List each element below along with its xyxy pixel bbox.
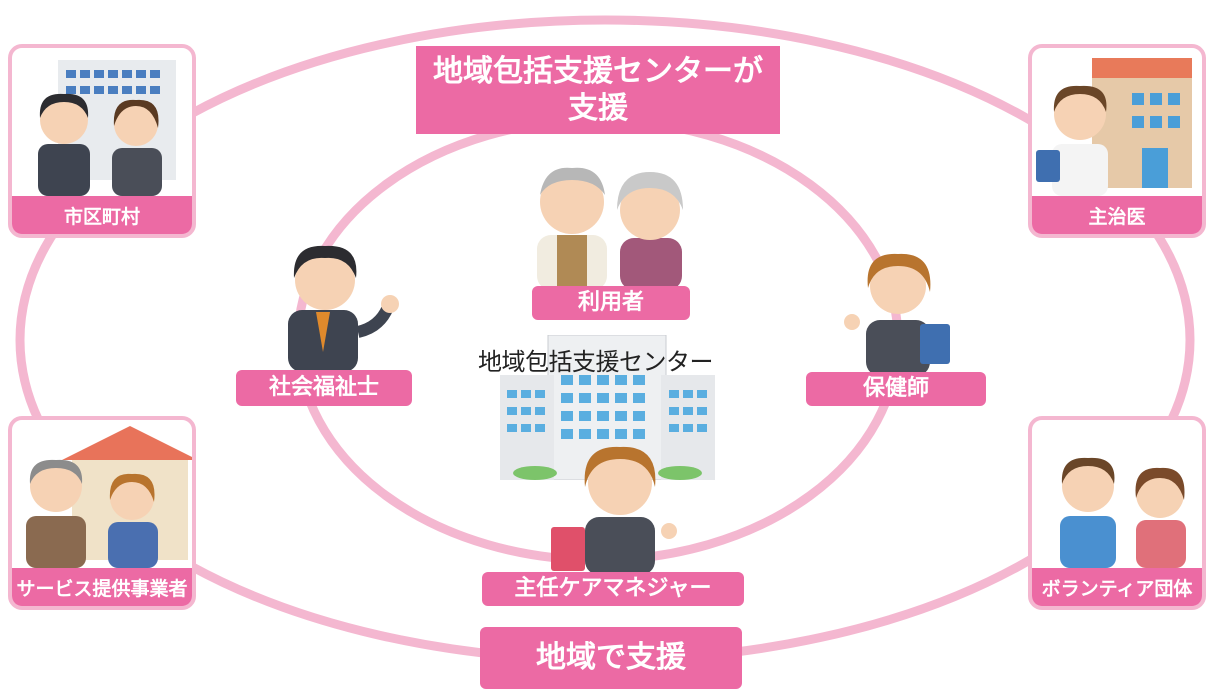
- user-label: 利用者: [532, 286, 690, 320]
- municipality-card: 市区町村: [8, 44, 196, 238]
- elderly-couple-illustration: [537, 167, 683, 290]
- social-worker-illustration: [288, 245, 399, 372]
- public-nurse-illustration: [844, 253, 950, 376]
- municipality-illustration: [38, 60, 176, 196]
- family-doctor-card: 主治医: [1028, 44, 1206, 238]
- volunteer-illustration: [1060, 457, 1186, 568]
- volunteer-card: ボランティア団体: [1028, 416, 1206, 610]
- care-manager-label: 主任ケアマネジャー: [482, 572, 744, 606]
- municipality-caption: 市区町村: [12, 196, 192, 234]
- family-doctor-illustration: [1036, 58, 1192, 196]
- service-provider-illustration: [26, 426, 192, 568]
- volunteer-caption: ボランティア団体: [1032, 568, 1202, 606]
- social-worker-label: 社会福祉士: [236, 370, 412, 406]
- family-doctor-caption: 主治医: [1032, 196, 1202, 234]
- outer-top-label: 地域包括支援センターが 支援: [416, 46, 780, 134]
- center-title: 地域包括支援センター: [478, 348, 714, 376]
- outer-bottom-label: 地域で支援: [480, 627, 742, 689]
- care-manager-illustration: [551, 446, 677, 575]
- public-nurse-label: 保健師: [806, 372, 986, 406]
- service-provider-caption: サービス提供事業者: [12, 568, 192, 606]
- service-provider-card: サービス提供事業者: [8, 416, 196, 610]
